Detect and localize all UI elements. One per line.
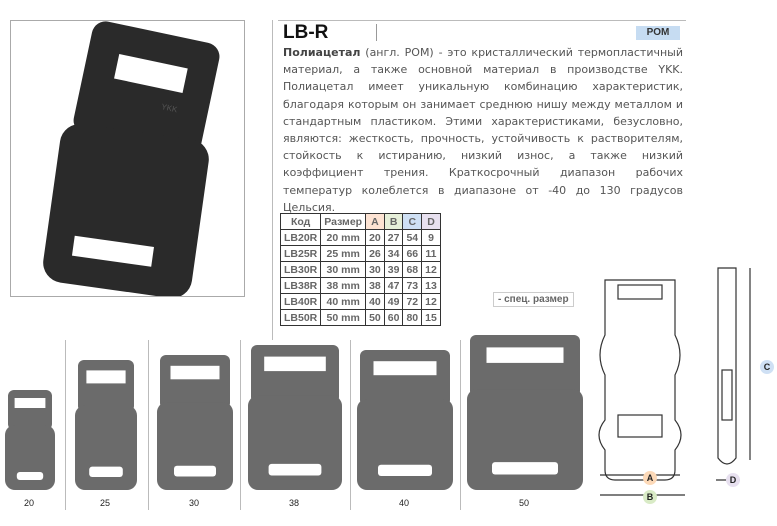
buckle-silhouette [157,355,233,490]
size-label: 50 [519,498,530,508]
buckle-silhouette [248,345,342,490]
product-title: LB-R [283,22,329,43]
buckle-silhouette [75,360,137,490]
dimension-drawing [598,267,751,496]
table-cell: 38 mm [320,277,367,294]
column-header: D [421,213,441,230]
divider [240,340,241,510]
dimension-a-label: A [643,471,657,485]
column-header: Размер [320,213,367,230]
table-cell: 47 [383,277,404,294]
size-label: 25 [100,498,111,508]
table-cell: 50 [365,309,385,326]
table-cell: 73 [402,277,423,294]
divider [272,20,273,340]
table-cell: LB20R [279,229,322,246]
description: Полиацетал (англ. POM) - это кристалличе… [283,44,683,216]
column-header: A [365,213,385,230]
table-cell: LB50R [279,309,322,326]
table-cell: 11 [421,245,441,262]
divider [278,20,686,21]
table-cell: 20 [365,229,385,246]
table-cell: 12 [421,293,441,310]
divider [460,340,461,510]
size-label: 30 [189,498,200,508]
table-cell: 13 [421,277,441,294]
table-cell: 38 [365,277,385,294]
table-cell: 80 [402,309,423,326]
size-label: 40 [399,498,410,508]
dimension-d-label: D [726,473,740,487]
table-cell: 54 [402,229,423,246]
column-header: Код [279,213,322,230]
table-cell: 30 [365,261,385,278]
table-cell: 15 [421,309,441,326]
dimension-b-label: B [643,490,657,504]
divider [148,340,149,510]
buckle-silhouette [5,390,55,490]
table-cell: 9 [421,229,441,246]
special-size-note: - спец. размер [493,292,574,307]
table-cell: 20 mm [320,229,367,246]
divider [376,24,377,41]
column-header: C [402,213,423,230]
table-cell: 40 [365,293,385,310]
table-cell: 39 [383,261,404,278]
dimension-c-label: C [760,360,774,374]
table-cell: 30 mm [320,261,367,278]
size-label: 20 [24,498,35,508]
description-text: (англ. POM) - это кристаллический термоп… [283,46,683,214]
size-label: 38 [289,498,300,508]
buckle-silhouette [357,350,453,490]
table-cell: 68 [402,261,423,278]
table-cell: 72 [402,293,423,310]
table-cell: LB38R [279,277,322,294]
divider [350,340,351,510]
description-term: Полиацетал [283,46,361,59]
table-cell: 66 [402,245,423,262]
table-cell: 49 [383,293,404,310]
table-cell: 25 mm [320,245,367,262]
table-cell: LB30R [279,261,322,278]
buckle-silhouette [467,335,583,490]
table-cell: 26 [365,245,385,262]
divider [65,340,66,510]
table-cell: 27 [383,229,404,246]
table-cell: 34 [383,245,404,262]
column-header: B [383,213,404,230]
table-cell: 50 mm [320,309,367,326]
table-cell: 60 [383,309,404,326]
buckle-size-lineup [5,335,583,490]
ykk-logo: YKK [161,102,179,114]
table-cell: 40 mm [320,293,367,310]
material-badge: POM [636,26,680,40]
product-photo: YKK [10,20,245,299]
table-cell: 12 [421,261,441,278]
table-cell: LB40R [279,293,322,310]
table-cell: LB25R [279,245,322,262]
